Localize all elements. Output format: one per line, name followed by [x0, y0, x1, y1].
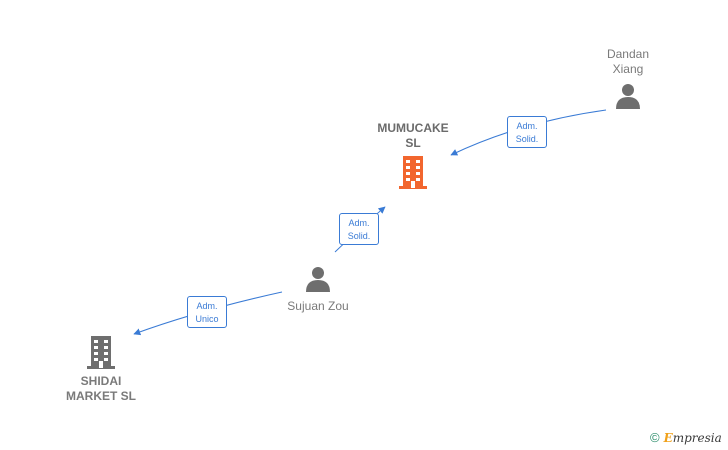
node-label: MUMUCAKE SL: [377, 121, 449, 150]
node-label: Sujuan Zou: [287, 299, 349, 313]
relation-role: Adm.: [516, 121, 538, 131]
relation-type: Solid.: [515, 134, 539, 144]
person-icon: [306, 267, 330, 292]
brand-initial: E: [663, 431, 673, 445]
brand-logo: Empresia: [664, 431, 722, 445]
node-sujuan-zou[interactable]: Sujuan Zou: [276, 264, 360, 314]
relation-badge-dandan-mumucake[interactable]: Adm. Solid.: [507, 116, 547, 148]
brand-name: mpresia: [672, 431, 722, 445]
node-shidai-market-sl[interactable]: SHIDAI MARKET SL: [58, 334, 144, 404]
building-icon: [87, 336, 115, 369]
copyright-footer: ©Empresia: [650, 430, 722, 445]
relation-type: Solid.: [347, 231, 371, 241]
relation-type: Unico: [195, 314, 219, 324]
node-label: SHIDAI MARKET SL: [66, 374, 136, 403]
person-icon: [616, 84, 640, 109]
node-label: Dandan Xiang: [606, 47, 650, 76]
node-mumucake-sl[interactable]: MUMUCAKE SL: [370, 121, 456, 190]
node-dandan-xiang[interactable]: Dandan Xiang: [596, 47, 660, 111]
relation-role: Adm.: [348, 218, 370, 228]
relation-role: Adm.: [196, 301, 218, 311]
copyright-symbol: ©: [650, 430, 660, 445]
relation-badge-sujuan-shidai[interactable]: Adm. Unico: [187, 296, 227, 328]
building-icon: [399, 156, 427, 189]
relation-badge-sujuan-mumucake[interactable]: Adm. Solid.: [339, 213, 379, 245]
